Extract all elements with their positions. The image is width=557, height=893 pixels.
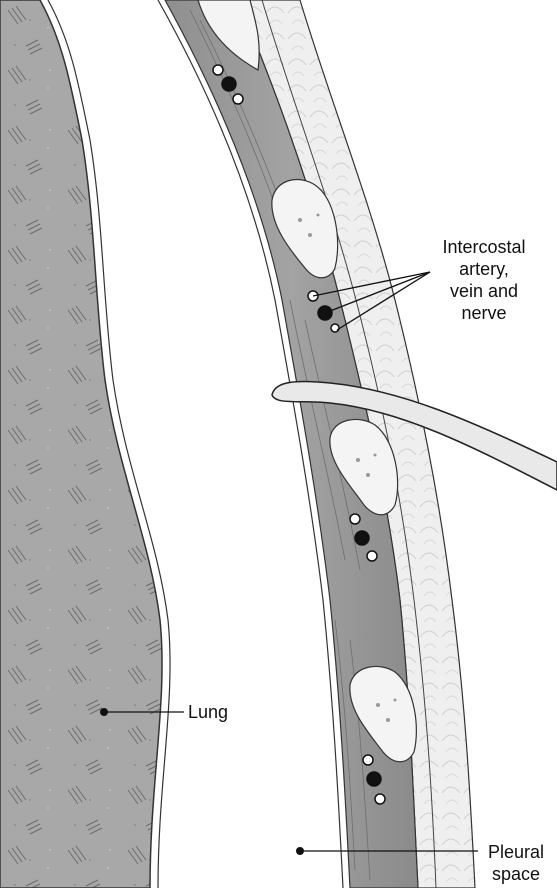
vessels-label-line-4: nerve: [420, 302, 548, 324]
lung-label: Lung: [188, 701, 228, 723]
vessels-label-line-1: Intercostal: [420, 236, 548, 258]
pleural-space-label: Pleural space: [478, 841, 554, 885]
vessels-label: Intercostal artery, vein and nerve: [420, 236, 548, 324]
pleural-label-line-1: Pleural: [478, 841, 554, 863]
pleural-label-line-2: space: [478, 863, 554, 885]
lung-shape: [0, 0, 162, 888]
vessels-label-line-2: artery,: [420, 258, 548, 280]
vessels-label-line-3: vein and: [420, 280, 548, 302]
